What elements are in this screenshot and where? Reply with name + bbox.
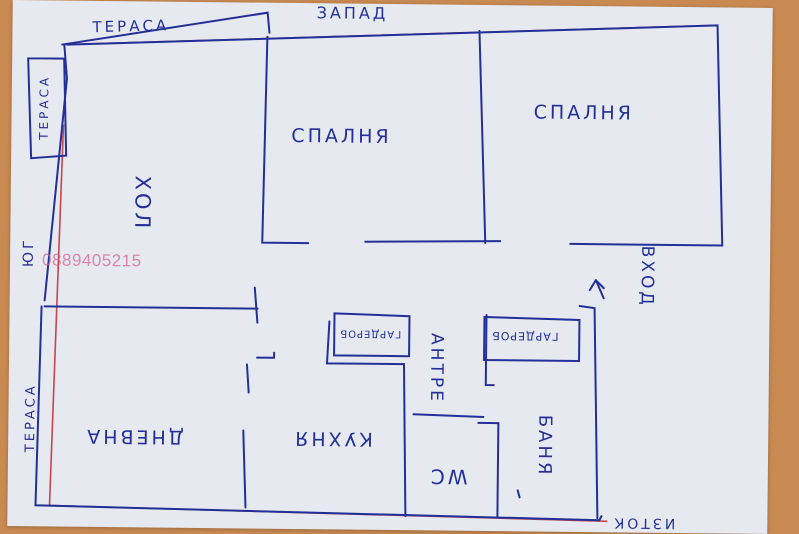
door-marker-small — [256, 351, 276, 359]
terrace-left-outline — [27, 57, 68, 160]
antre-label: АНТРЕ — [425, 332, 447, 404]
west-wall-hall — [43, 77, 68, 302]
bedroom-divider — [478, 29, 487, 244]
paper-sheet: ЗАПАД ЮГ ИЗТОК ТЕРАСА ТЕРАСА ТЕРАСА СПАЛ… — [7, 0, 773, 534]
red-outline-left — [48, 124, 65, 506]
terrace-left-top-label: ТЕРАСА — [36, 74, 52, 140]
bath-mark — [516, 489, 521, 499]
terrace-top-label: ТЕРАСА — [92, 16, 170, 37]
antre-wall — [412, 413, 485, 418]
floor-plan-drawing — [27, 11, 724, 523]
wc-label: WC — [427, 464, 468, 489]
living-kitchen-wall — [245, 363, 250, 394]
entrance-label: ВХОД — [636, 245, 658, 308]
terrace-top-outline — [61, 11, 271, 46]
living-room-label: ДНЕВНА — [84, 424, 184, 448]
terrace-left-bottom-label: ТЕРАСА — [22, 383, 39, 453]
direction-east: ИЗТОК — [611, 514, 676, 532]
wardrobe-1-label: ГАРДЕРОБ — [339, 327, 402, 340]
hall-label: ХОЛ — [130, 175, 155, 232]
entrance-arrow — [588, 279, 605, 300]
bedroom-1-label: СПАЛНЯ — [291, 124, 392, 149]
wardrobe-1-box — [333, 312, 411, 358]
bedroom-1-wall-left — [261, 35, 310, 245]
hall-divider — [43, 305, 259, 310]
wardrobe-2-label: ГАРДЕРОБ — [491, 329, 559, 343]
kitchen-label: КУХНЯ — [292, 426, 373, 450]
bath-wall — [484, 314, 495, 387]
north-wall — [66, 24, 724, 247]
wc-wall — [477, 421, 500, 519]
wardrobe-2-box — [483, 315, 581, 362]
bath-outer — [578, 304, 599, 520]
door-jamb-hall — [253, 286, 259, 324]
kitchen-wall — [325, 320, 407, 518]
south-west-wall — [34, 305, 603, 522]
living-kitchen-wall-2 — [242, 429, 247, 509]
direction-west: ЗАПАД — [316, 3, 389, 23]
bedroom-doors — [364, 240, 502, 243]
phone-watermark: 0889405215 — [41, 250, 142, 271]
terrace-top-edge — [63, 43, 68, 80]
bedroom-2-label: СПАЛНЯ — [533, 101, 635, 125]
direction-south: ЮГ — [20, 237, 38, 268]
bath-label: БАНЯ — [533, 414, 556, 478]
